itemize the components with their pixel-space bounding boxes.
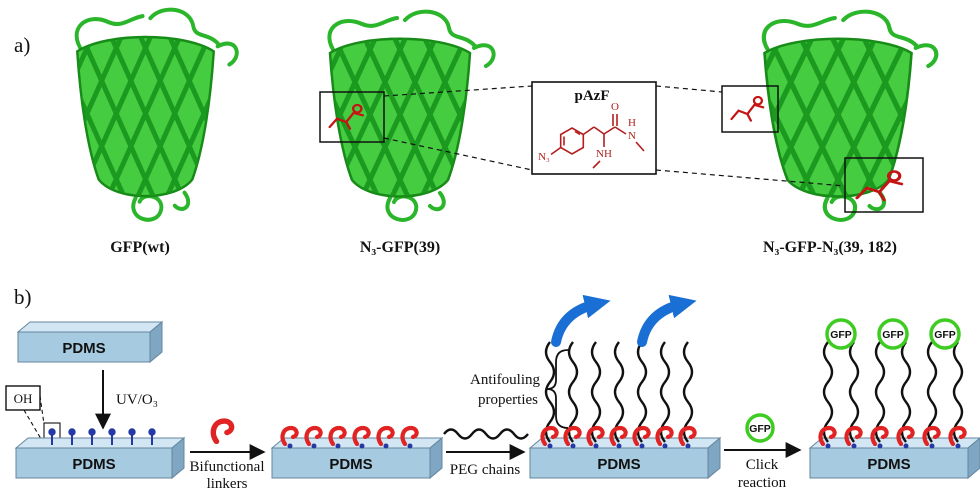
gfp-brush: GFP GFP GFP: [821, 318, 965, 449]
pdms-block-3: PDMS: [270, 428, 444, 480]
connector-line: [655, 169, 846, 187]
block-top-face: [528, 437, 722, 449]
connector-line: [655, 85, 723, 93]
peg-chain-squiggle-icon: [443, 428, 529, 440]
pdms-label-2: PDMS: [72, 456, 115, 473]
pazf-inset-box: [531, 81, 657, 175]
protein-name-n3-gfp-39: N₃-GFP(39): [360, 239, 440, 256]
atom-amine-label: NH: [596, 148, 612, 160]
block-top-face: [14, 437, 186, 449]
block-front-face: [271, 447, 431, 479]
azide-site-box-39: [319, 91, 385, 143]
atom-hydrogen-label: H: [628, 117, 636, 129]
panel-a-label: a): [14, 33, 30, 57]
panel-a: a) pAzF: [9, 10, 954, 256]
panel-b-label: b): [14, 285, 32, 309]
pazf-title: pAzF: [575, 88, 610, 104]
pdms-label-4: PDMS: [597, 456, 640, 473]
hydroxyl-pin-icon: [148, 428, 156, 445]
gfp-circle-ring: [825, 318, 857, 350]
antifouling-annotation: Antifouling properties: [470, 349, 569, 429]
block-top-face: [16, 321, 164, 333]
pazf-chemical-structure: [550, 114, 645, 169]
gfp-badge-label: GFP: [749, 423, 771, 435]
anchor-pins: [547, 443, 691, 449]
uv-label: UV/O₃: [116, 392, 158, 408]
atom-oxygen-label: O: [611, 101, 619, 113]
atom-nitrogen-label: N: [628, 130, 636, 142]
gfp-circle-label: GFP: [830, 329, 852, 341]
hydroxyl-pin-icon: [48, 428, 56, 445]
peg-brush: [543, 340, 695, 449]
pdms-block-4: PDMS: [528, 294, 722, 480]
hydroxyl-pin-icon: [128, 428, 136, 445]
pdms-block-1: PDMS: [16, 320, 164, 364]
anchor-pins: [287, 443, 413, 449]
azide-site-box-182: [844, 157, 924, 213]
gfp-wt-barrel-illustration: [9, 10, 253, 223]
wave-arrow-icon: [551, 294, 611, 347]
gfp-badge-ring: [745, 413, 775, 443]
block-front-face: [529, 447, 709, 479]
linker-row: [283, 428, 417, 449]
protein-name-gfp-wt: GFP(wt): [110, 239, 170, 256]
block-front-face: [17, 331, 151, 363]
azide-site-box-39-right: [721, 85, 779, 133]
curly-brace: [546, 349, 569, 429]
wave-arrow-icon: [637, 294, 697, 347]
block-front-face: [809, 447, 969, 479]
bifunctional-label-line1: Bifunctional: [190, 459, 265, 475]
gfp-circle-label: GFP: [934, 329, 956, 341]
hydroxyl-pin-icon: [68, 428, 76, 445]
gfp-circle-ring: [929, 318, 961, 350]
pdms-block-2: PDMS: [14, 428, 186, 480]
hydroxyl-pin-icon: [108, 428, 116, 445]
protein-name-n3-gfp-n3: N₃-GFP-N₃(39, 182): [763, 239, 897, 256]
pazf-inset: pAzF N₃ O H N NH: [531, 81, 657, 175]
antifouling-wave-arrows: [551, 294, 697, 347]
pdms-label-3: PDMS: [329, 456, 372, 473]
click-label-line1: Click: [746, 457, 779, 473]
azide-stick-icon: [730, 95, 765, 122]
panel-b: b) PDMS UV/O₃ OH PDMS: [5, 285, 980, 492]
bifunctional-linkers-step: Bifunctional linkers: [190, 421, 266, 492]
gfp-n3-n3-barrel-illustration: [691, 12, 954, 223]
anchor-pins: [825, 443, 961, 449]
oh-box: [5, 385, 41, 411]
gfp-n3-39-barrel-illustration: [260, 12, 510, 223]
linker-hook-icon: [213, 421, 231, 441]
antifouling-label-line2: properties: [478, 392, 538, 408]
click-reaction-step: GFP Click reaction: [724, 413, 802, 491]
connector-line: [383, 137, 533, 171]
hydroxyl-pin-icon: [88, 428, 96, 445]
peg-chains-step: PEG chains: [443, 428, 529, 478]
oh-callout: OH: [5, 385, 61, 448]
pdms-block-5: PDMS GFP: [808, 318, 980, 480]
inset-connector-lines: [383, 85, 846, 187]
hydroxyl-pins: [48, 428, 156, 445]
connector-line: [383, 85, 533, 97]
oh-label: OH: [14, 391, 33, 406]
pdms-label-5: PDMS: [867, 456, 910, 473]
antifouling-label-line1: Antifouling: [470, 372, 540, 388]
peg-chains-label: PEG chains: [450, 462, 521, 478]
gfp-circles: GFP GFP GFP: [825, 318, 961, 350]
gfp-circle-ring: [877, 318, 909, 350]
block-front-face: [15, 447, 173, 479]
click-label-line2: reaction: [738, 475, 787, 491]
bifunctional-label-line2: linkers: [207, 476, 248, 492]
oh-callout-lines: [23, 395, 45, 445]
atom-azide-label: N₃: [538, 151, 550, 163]
uv-o3-step: UV/O₃: [95, 370, 158, 430]
pdms-label-1: PDMS: [62, 340, 105, 357]
gfp-circle-label: GFP: [882, 329, 904, 341]
